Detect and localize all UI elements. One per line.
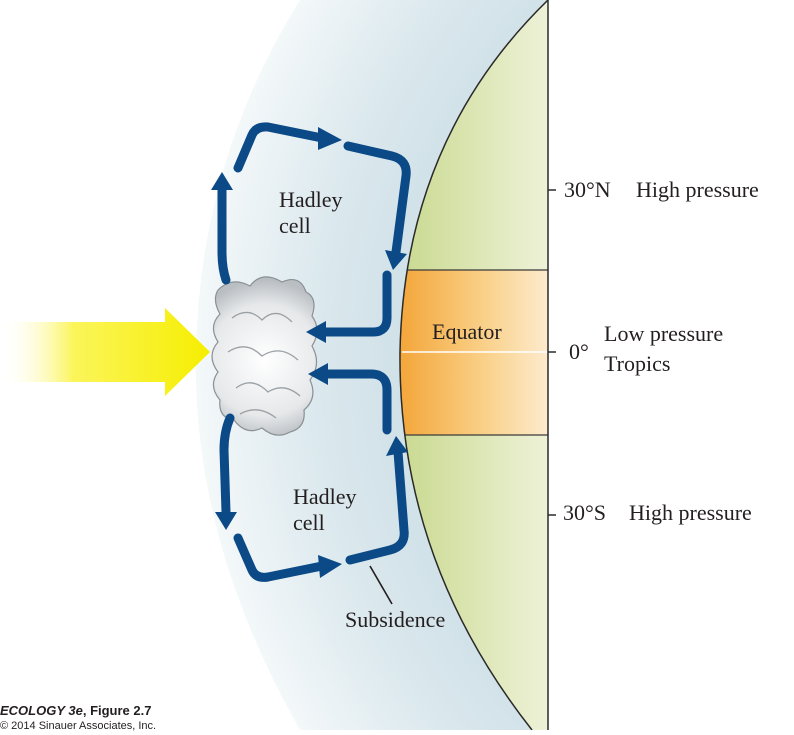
hadley-cell-south-arrowheads (215, 363, 408, 578)
lat-30s-label: 30°S (563, 500, 607, 525)
north-poleward-arrow (233, 122, 327, 173)
hadley-cell-north-label-line1: Hadley (279, 187, 343, 212)
subsidence-label: Subsidence (345, 607, 446, 632)
figure-credit: ECOLOGY 3e, Figure 2.7 (0, 703, 151, 718)
credit-figure: , Figure 2.7 (82, 703, 152, 718)
copyright-notice: © 2014 Sinauer Associates, Inc. (0, 720, 157, 732)
hadley-cell-south-label-line2: cell (293, 510, 325, 535)
latitude-axis (547, 0, 556, 730)
subsidence-leader (369, 565, 393, 605)
credit-book: ECOLOGY 3e (0, 703, 83, 718)
south-updraft-arrow (219, 413, 235, 517)
solar-radiation-arrow (0, 308, 210, 396)
hadley-cell-north-arrowheads (211, 127, 407, 343)
north-return-arrow (319, 270, 392, 337)
north-descent-arrow (343, 141, 411, 257)
south-return-arrow (321, 369, 392, 435)
south-equatorward-arrow (233, 533, 327, 582)
north-updraft-arrow (217, 185, 231, 285)
lat-30n-pressure-label: High pressure (636, 177, 759, 202)
hadley-cell-north-arrows (217, 122, 411, 337)
lat-0-pressure-label: Low pressure (604, 321, 724, 346)
earth-horizon-line (399, 0, 549, 731)
hadley-cell-south-label-line1: Hadley (293, 484, 357, 509)
convection-cloud (211, 276, 318, 436)
lat-0-zone-label: Tropics (604, 351, 671, 376)
lat-30n-label: 30°N (564, 177, 611, 202)
lat-30s-pressure-label: High pressure (629, 500, 752, 525)
lat-0-label: 0° (569, 339, 589, 364)
equator-label: Equator (432, 319, 502, 344)
hadley-cell-north-label-line2: cell (279, 213, 311, 238)
hadley-cell-south-arrows (219, 369, 409, 582)
south-descent-arrow (345, 447, 409, 565)
